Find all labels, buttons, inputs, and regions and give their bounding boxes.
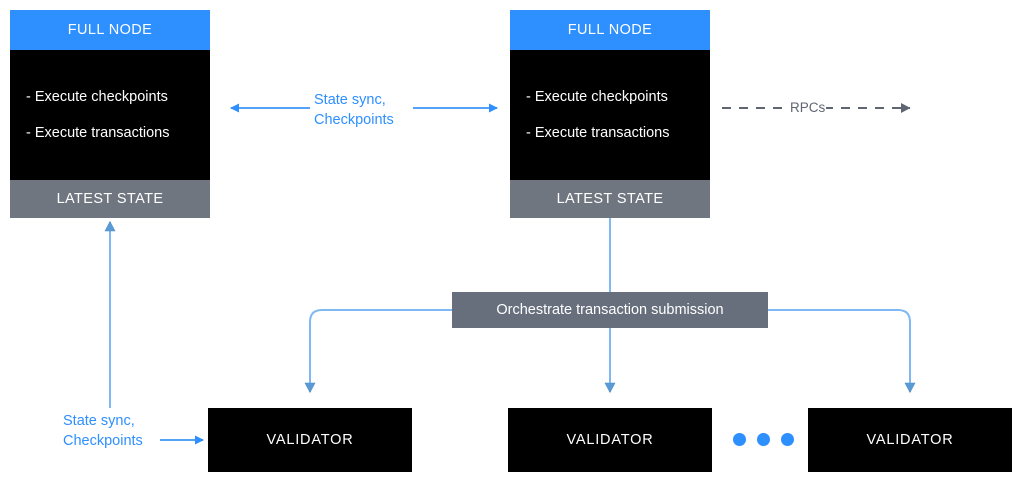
full-node-right-bullet-2: - Execute transactions [526,125,670,141]
state-sync-label-bottom-line2: Checkpoints [63,433,143,449]
validator-right: VALIDATOR [808,408,1012,472]
more-validators-ellipsis-icon [733,433,794,446]
full-node-left: FULL NODE - Execute checkpoints - Execut… [10,10,210,218]
full-node-left-bullet-2: - Execute transactions [26,125,170,141]
state-sync-label-bottom-line1: State sync, [63,413,135,429]
full-node-left-bullet-1: - Execute checkpoints [26,89,168,105]
state-sync-label-top-line2: Checkpoints [314,112,394,128]
state-sync-label-top: State sync, Checkpoints [314,90,394,130]
connector-orchestrate-to-validator-left [304,309,452,394]
full-node-left-body: - Execute checkpoints - Execute transact… [10,50,210,180]
full-node-right-body: - Execute checkpoints - Execute transact… [510,50,710,180]
ellipsis-dot [781,433,794,446]
full-node-left-latest-state: LATEST STATE [10,180,210,218]
full-node-right: FULL NODE - Execute checkpoints - Execut… [510,10,710,218]
state-sync-label-top-line1: State sync, [314,92,386,108]
ellipsis-dot [733,433,746,446]
full-node-left-header: FULL NODE [10,10,210,50]
validator-left: VALIDATOR [208,408,412,472]
full-node-right-header: FULL NODE [510,10,710,50]
full-node-right-bullet-1: - Execute checkpoints [526,89,668,105]
orchestrate-box: Orchestrate transaction submission [452,292,768,328]
ellipsis-dot [757,433,770,446]
validator-middle: VALIDATOR [508,408,712,472]
rpcs-label: RPCs [789,100,827,115]
state-sync-label-bottom: State sync, Checkpoints [63,411,143,451]
connector-orchestrate-to-validator-right [768,309,916,394]
full-node-right-latest-state: LATEST STATE [510,180,710,218]
